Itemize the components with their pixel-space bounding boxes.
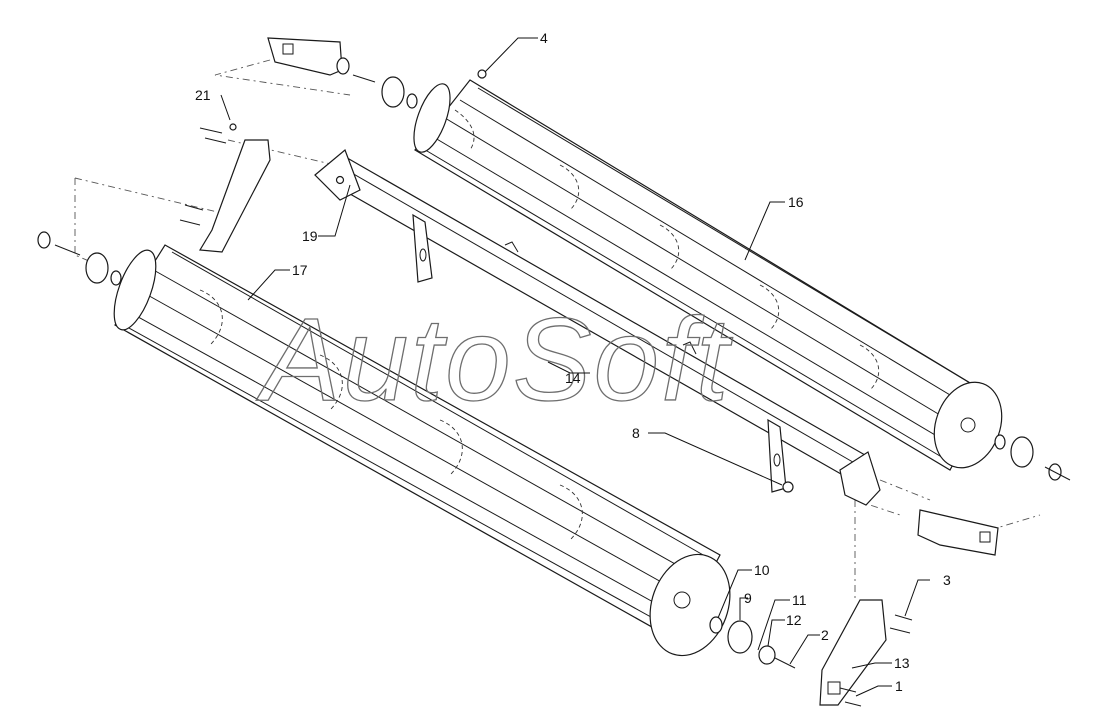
callout-13: 13 — [894, 655, 910, 671]
watermark-text: AutoSoft — [256, 294, 733, 426]
callout-1: 1 — [895, 678, 903, 694]
rear-roller — [413, 69, 1003, 471]
bearing-hardware — [37, 57, 1071, 707]
callout-9: 9 — [744, 590, 752, 606]
callout-17: 17 — [292, 262, 308, 278]
callout-21: 21 — [195, 87, 211, 103]
callout-8: 8 — [632, 425, 640, 441]
callout-11: 11 — [792, 592, 807, 608]
callout-10: 10 — [754, 562, 770, 578]
callout-12: 12 — [786, 612, 802, 628]
callout-14: 14 — [565, 370, 581, 386]
callout-2: 2 — [821, 627, 829, 643]
callout-16: 16 — [788, 194, 804, 210]
callout-19: 19 — [302, 228, 318, 244]
right-mounting-plate — [917, 509, 999, 556]
front-roller — [113, 244, 731, 657]
callout-leaders — [220, 37, 930, 697]
top-mounting-bracket — [267, 37, 343, 76]
lower-right-bracket — [819, 599, 887, 706]
left-side-bracket — [198, 139, 271, 253]
callout-labels: 4 21 16 19 17 14 8 10 9 11 12 2 3 13 1 — [195, 30, 951, 694]
callout-4: 4 — [540, 30, 548, 46]
callout-3: 3 — [943, 572, 951, 588]
